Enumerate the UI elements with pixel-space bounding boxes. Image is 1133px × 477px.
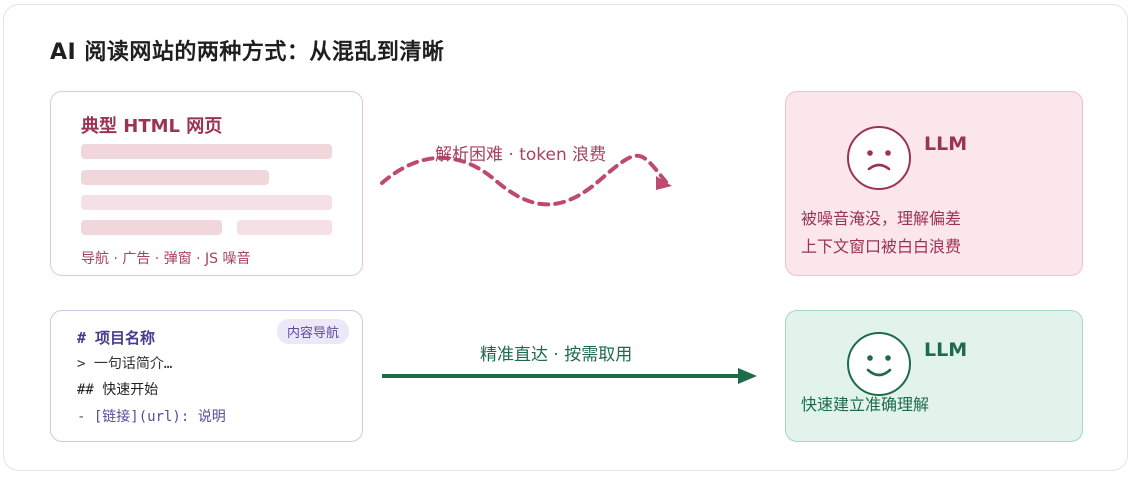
wavy-arrow-head [656,176,672,190]
bad-outcome-line-1: 被噪音淹没，理解偏差 [801,209,962,228]
straight-arrow-head [738,368,757,384]
good-outcome-line-1: 快速建立准确理解 [801,395,930,414]
diagram-title: AI 阅读网站的两种方式：从混乱到清晰 [50,40,445,65]
good-outcome-card: LLM 快速建立准确理解 [785,310,1083,442]
html-page-title: 典型 HTML 网页 [81,116,223,137]
bad-outcome-card: LLM 被噪音淹没，理解偏差 上下文窗口被白白浪费 [785,91,1083,276]
placeholder-bar [237,220,332,235]
markdown-quote-line: > 一句话简介… [77,356,173,372]
markdown-heading-line: # 项目名称 [77,329,156,347]
good-arrow-label: 精准直达 · 按需取用 [480,345,633,365]
sad-face-icon [847,126,911,190]
placeholder-bar [81,195,332,210]
llm-label-bad: LLM [924,133,968,155]
html-page-card: 典型 HTML 网页 导航 · 广告 · 弹窗 · JS 噪音 [50,91,363,276]
markdown-card: 内容导航 # 项目名称 > 一句话简介… ## 快速开始 - [链接](url)… [50,310,363,442]
markdown-subheading-line: ## 快速开始 [77,382,159,398]
bad-outcome-line-2: 上下文窗口被白白浪费 [801,237,962,256]
llm-label-good: LLM [924,339,968,361]
happy-face-icon [847,332,911,396]
placeholder-bar [81,220,222,235]
placeholder-bar [81,144,332,159]
content-nav-badge: 内容导航 [276,319,349,344]
markdown-link-line: - [链接](url): 说明 [77,409,226,425]
bad-arrow-label: 解析困难 · token 浪费 [435,145,607,165]
noise-footer: 导航 · 广告 · 弹窗 · JS 噪音 [81,251,251,267]
placeholder-bar [81,170,269,185]
